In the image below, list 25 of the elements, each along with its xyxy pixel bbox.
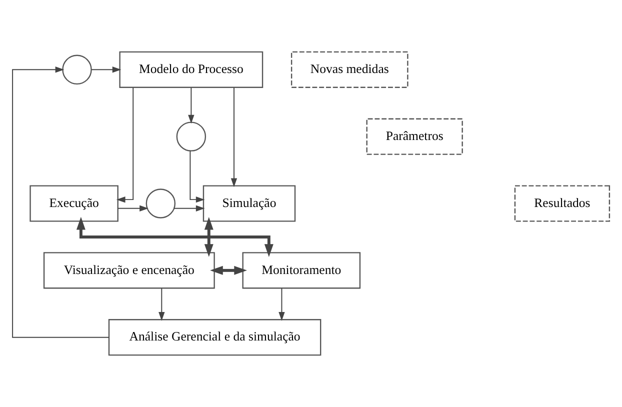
node-box: Modelo do Processo	[119, 51, 264, 88]
arrow	[188, 87, 194, 124]
arrow	[117, 205, 148, 212]
arrow	[230, 86, 238, 188]
arrow	[190, 150, 205, 203]
arrow	[116, 86, 134, 203]
arrow	[158, 288, 165, 321]
arrow	[12, 66, 110, 338]
node-box: Análise Gerencial e da simulação	[108, 319, 322, 356]
node-box: Visualização e encenação	[43, 252, 215, 289]
node-circle	[62, 54, 92, 84]
node-circle	[176, 122, 206, 152]
node-box: Simulação	[202, 185, 296, 222]
arrow	[90, 66, 122, 73]
node-box: Novas medidas	[290, 51, 408, 88]
arrow	[76, 216, 274, 257]
arrow	[204, 216, 214, 257]
node-circle	[146, 188, 176, 218]
arrow	[278, 288, 285, 321]
node-box: Monitoramento	[242, 252, 361, 289]
node-box: Parâmetros	[366, 118, 463, 155]
arrow	[174, 205, 205, 212]
node-box: Resultados	[514, 185, 610, 222]
arrow	[210, 266, 247, 275]
node-box: Execução	[30, 185, 118, 222]
